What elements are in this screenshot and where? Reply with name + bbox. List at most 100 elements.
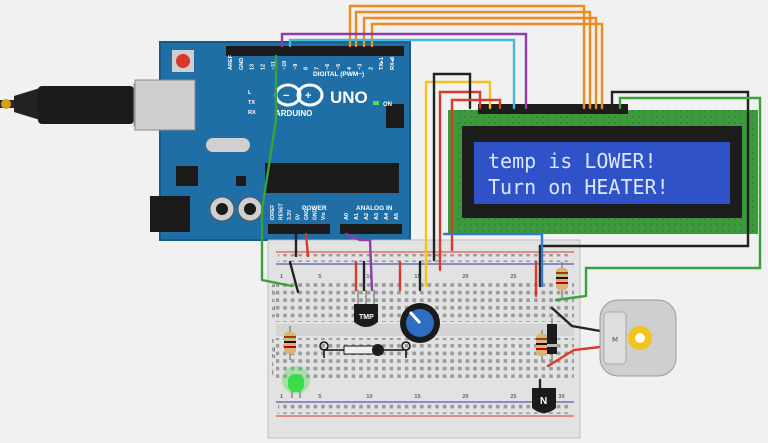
reset-button-icon[interactable] [172, 50, 194, 72]
analog-pin-label: A2 [364, 213, 370, 220]
digital-header[interactable] [226, 46, 404, 56]
power-pin-label: 3.3V [287, 209, 293, 220]
analog-pin-label: A4 [384, 212, 390, 220]
lcd-screen [474, 142, 730, 204]
wires [260, 4, 762, 394]
wire-blue [442, 232, 544, 288]
analog-label: ANALOG IN [356, 205, 393, 212]
top-pin-label: 8 [304, 67, 310, 70]
breadboard-col-number-top: 10 [366, 274, 372, 280]
sensor-label: TMP [359, 314, 374, 321]
breadboard-col-number-bottom: 10 [366, 394, 372, 400]
top-pin-label: ~3 [358, 64, 364, 70]
wire-green-backlight [554, 96, 762, 302]
motor-label: M [612, 336, 618, 344]
lcd-header[interactable] [478, 104, 628, 114]
wire-black-motor [550, 306, 608, 334]
power-pin-label: GND [304, 209, 310, 221]
atmega-chip [265, 163, 399, 193]
breadboard-col-number-top: 5 [318, 274, 321, 280]
side-led-labels: L TX RX [248, 90, 256, 116]
breadboard-row-letter: e [272, 313, 275, 319]
top-pin-label: 13 [250, 64, 256, 70]
top-pin-label: GND [239, 58, 245, 70]
analog-pin-label: A0 [344, 213, 350, 220]
led-green [282, 366, 310, 398]
side-led-label: RX [248, 110, 256, 116]
breadboard-row-letter: a [272, 283, 276, 289]
breadboard-col-number-bottom: 30 [558, 394, 564, 400]
analog-header[interactable] [340, 224, 402, 234]
breadboard-col-number-top: 25 [510, 274, 516, 280]
breadboard-col-number-bottom: 25 [510, 394, 516, 400]
usb-jack [134, 79, 196, 131]
breadboard-col-number-top: 20 [462, 274, 468, 280]
arduino-model: UNO [330, 88, 368, 107]
side-led-label: TX [248, 100, 255, 106]
top-pin-label: 7 [314, 67, 320, 70]
breadboard-row-letter: d [272, 306, 275, 312]
arduino-brand: ARDUINO [275, 109, 312, 118]
power-label: POWER [302, 205, 327, 212]
breadboard-row-letter: c [272, 298, 275, 304]
top-pin-label: 4 [347, 66, 353, 70]
power-pin-label: RESET [279, 203, 285, 220]
breadboard-row-letter: h [272, 354, 276, 360]
top-pin-label: AREF [228, 54, 234, 70]
top-pin-label: TX▸1 [379, 57, 385, 70]
dc-jack [150, 196, 190, 232]
breadboard-row-letter: j [271, 369, 274, 375]
wire-red-5v [304, 232, 310, 258]
svg-text:−: − [283, 90, 289, 102]
wire-cyan [288, 38, 516, 110]
analog-pin-label: A3 [374, 213, 380, 220]
side-led-label: L [248, 90, 252, 96]
breadboard-col-number-top: 15 [414, 274, 420, 280]
wire-green-led [260, 54, 294, 288]
top-pin-label: 12 [260, 64, 266, 70]
digital-label: DIGITAL (PWM~) [313, 71, 364, 78]
breadboard-col-number-bottom: 15 [414, 394, 420, 400]
wire-purple-top [280, 32, 528, 110]
wire-black-lcd [432, 72, 472, 262]
on-label: ON [383, 102, 392, 108]
breadboard-row-letter: i [272, 362, 274, 368]
wire-black-bb-1 [288, 260, 300, 294]
power-pin-label: Vin [321, 212, 327, 220]
analog-pin-label: A5 [394, 213, 400, 220]
transistor-label: N [540, 396, 547, 407]
breadboard-row-letter: b [272, 291, 276, 297]
top-pin-label: RX◂0 [390, 57, 396, 70]
breadboard-row-letter: f [272, 339, 274, 345]
diode [547, 318, 557, 362]
top-pin-label: ~5 [336, 64, 342, 70]
wire-orange-2 [354, 10, 592, 110]
transistor: N [532, 388, 556, 413]
breadboard-col-number-bottom: 5 [318, 394, 321, 400]
top-pin-label: ~11 [271, 61, 277, 70]
power-pin-label: GND [313, 209, 319, 221]
wire-yellow [424, 80, 492, 288]
resistor-lcd [556, 262, 568, 300]
svg-text:+: + [305, 90, 311, 102]
potentiometer-icon[interactable] [400, 303, 440, 343]
photoresistor [319, 341, 411, 358]
lcd-line-1: temp is LOWER! [488, 149, 657, 173]
power-pin-label: 5V [296, 213, 302, 220]
power-header[interactable] [268, 224, 330, 234]
analog-pin-label: A1 [354, 213, 360, 220]
wire-black-backlight [538, 90, 750, 288]
wire-orange-3 [362, 16, 598, 110]
wire-orange-1 [348, 4, 586, 110]
top-pin-label: ~10 [282, 61, 288, 70]
power-pin-label: IOREF [270, 205, 276, 220]
lcd-module: temp is LOWER! Turn on HEATER! [448, 104, 758, 234]
on-led [373, 101, 379, 105]
breadboard-col-number-top: 1 [280, 274, 283, 280]
top-pin-label: 2 [368, 67, 374, 70]
wire-purple-a0 [344, 232, 374, 292]
